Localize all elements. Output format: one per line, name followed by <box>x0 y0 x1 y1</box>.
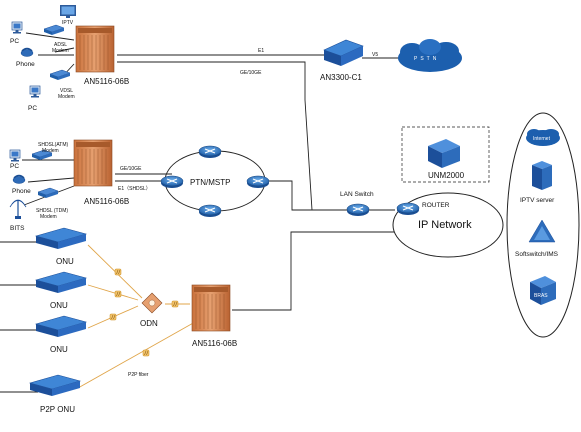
fiber-splice-icon <box>114 268 122 276</box>
router-icon <box>246 175 270 189</box>
iptv-server-icon <box>532 161 552 190</box>
ip-network-label: IP Network <box>418 219 472 231</box>
pstn-cloud-icon <box>398 39 462 72</box>
onu-icon <box>35 227 87 250</box>
link-olt-ipnetwork <box>232 231 410 311</box>
router-icon <box>198 204 222 218</box>
odn-splitter-icon <box>141 292 163 314</box>
softswitch-icon <box>528 219 556 243</box>
internet-cloud-icon <box>526 129 560 146</box>
softswitch-label: Softswitch/IMS <box>515 251 559 258</box>
olt-mid-label: AN5116-06B <box>84 197 129 206</box>
fiber-splice-icon <box>109 313 117 321</box>
onu-label: ONU <box>50 301 68 310</box>
vdsl-modem-label-line1: VDSL <box>60 88 73 94</box>
fiber-onu2-odn <box>87 284 139 301</box>
onu-icon <box>35 271 87 294</box>
link-ge-top <box>117 61 378 211</box>
olt-rack-icon <box>75 25 115 73</box>
pc-label: PC <box>28 105 37 112</box>
shdsl-tdm-label-line2: Modem <box>40 214 57 220</box>
link-phone-mid <box>27 177 75 183</box>
fiber-splice-icon <box>142 349 150 357</box>
olt-bottom-label: AN5116-06B <box>192 339 237 348</box>
pc-icon <box>9 149 21 162</box>
modem-icon <box>37 187 59 199</box>
phone-label: Phone <box>12 188 31 195</box>
iptv-icon <box>60 5 76 18</box>
bottom-pon-group: ONU ONU ONU P2P ONU ODN P2P fiber AN5116… <box>29 227 237 414</box>
bits-label: BITS <box>10 225 25 232</box>
link-ptn-switch <box>262 180 347 211</box>
router-icon <box>198 145 222 159</box>
phone-icon <box>12 174 26 185</box>
router-icon <box>396 202 420 216</box>
pc-label: PC <box>10 163 19 170</box>
bras-label: BRAS <box>534 293 548 299</box>
olt-rack-icon <box>73 139 113 187</box>
olt-top-label: AN5116-06B <box>84 77 129 86</box>
mid-access-group: SHDSL(ATM) Modem PC Phone SHDSL (TDM) Mo… <box>9 139 129 232</box>
top-access-group: PC IPTV ADSL Modem Phone VDSL Modem PC A… <box>10 5 129 112</box>
link-pc1-olt <box>25 32 75 41</box>
an3300-label: AN3300-C1 <box>320 73 362 82</box>
unm-label: UNM2000 <box>428 171 465 180</box>
link-adsl-olt <box>54 47 75 53</box>
server-icon <box>428 139 460 168</box>
phone-label: Phone <box>16 61 35 68</box>
onu-icon <box>29 374 81 397</box>
lan-switch-icon <box>346 203 370 217</box>
bras-icon <box>530 276 556 305</box>
router-label: ROUTER <box>422 202 450 209</box>
ptn-ring: PTN/MSTP <box>160 145 270 218</box>
fiber-splice-icon <box>114 290 122 298</box>
fiber-lines <box>77 244 196 389</box>
e1-mid-label: E1（SHDSL） <box>118 186 151 192</box>
services-panel: Internet IPTV server Softswitch/IMS BRAS <box>506 112 580 338</box>
bits-antenna-icon <box>9 199 27 219</box>
shdsl-atm-label-line2: Modem <box>42 148 59 154</box>
ip-network: ROUTER IP Network <box>392 192 504 258</box>
an3300-device <box>323 39 364 66</box>
internet-label: Internet <box>533 136 551 142</box>
adsl-modem-label-line1: ADSL <box>54 42 67 48</box>
onu-label: ONU <box>56 257 74 266</box>
phone-icon <box>20 47 34 58</box>
ge-mid-label: GE/10GE <box>120 166 142 172</box>
fiber-p2p-olt <box>77 321 196 389</box>
iptv-label: IPTV <box>62 20 74 26</box>
connection-lines <box>0 32 410 393</box>
onu-icon <box>35 315 87 338</box>
unm-box: UNM2000 <box>401 126 490 183</box>
ge-link-label: GE/10GE <box>240 70 262 76</box>
router-icon <box>160 175 184 189</box>
pstn-label: PSTN <box>414 56 439 62</box>
ptn-label: PTN/MSTP <box>190 178 230 187</box>
shdsl-atm-label-line1: SHDSL(ATM) <box>38 142 69 148</box>
pc-label: PC <box>10 38 19 45</box>
shdsl-tdm-label-line1: SHDSL (TDM) <box>36 208 68 214</box>
fiber-splice-icon <box>171 300 179 308</box>
p2p-onu-label: P2P ONU <box>40 405 75 414</box>
v5-link-label: V5 <box>372 52 378 58</box>
pc-icon <box>29 85 41 98</box>
p2p-fiber-label: P2P fiber <box>128 372 149 378</box>
iptv-server-label: IPTV server <box>520 197 555 204</box>
olt-rack-icon <box>191 284 231 332</box>
odn-label: ODN <box>140 319 158 328</box>
lan-switch-label: LAN Switch <box>340 191 374 198</box>
e1-link-label: E1 <box>258 48 264 54</box>
modem-icon <box>43 24 65 36</box>
onu-label: ONU <box>50 345 68 354</box>
vdsl-modem-label-line2: Modem <box>58 94 75 100</box>
pc-icon <box>11 21 23 34</box>
adsl-modem-label-line2: Modem <box>52 48 69 54</box>
